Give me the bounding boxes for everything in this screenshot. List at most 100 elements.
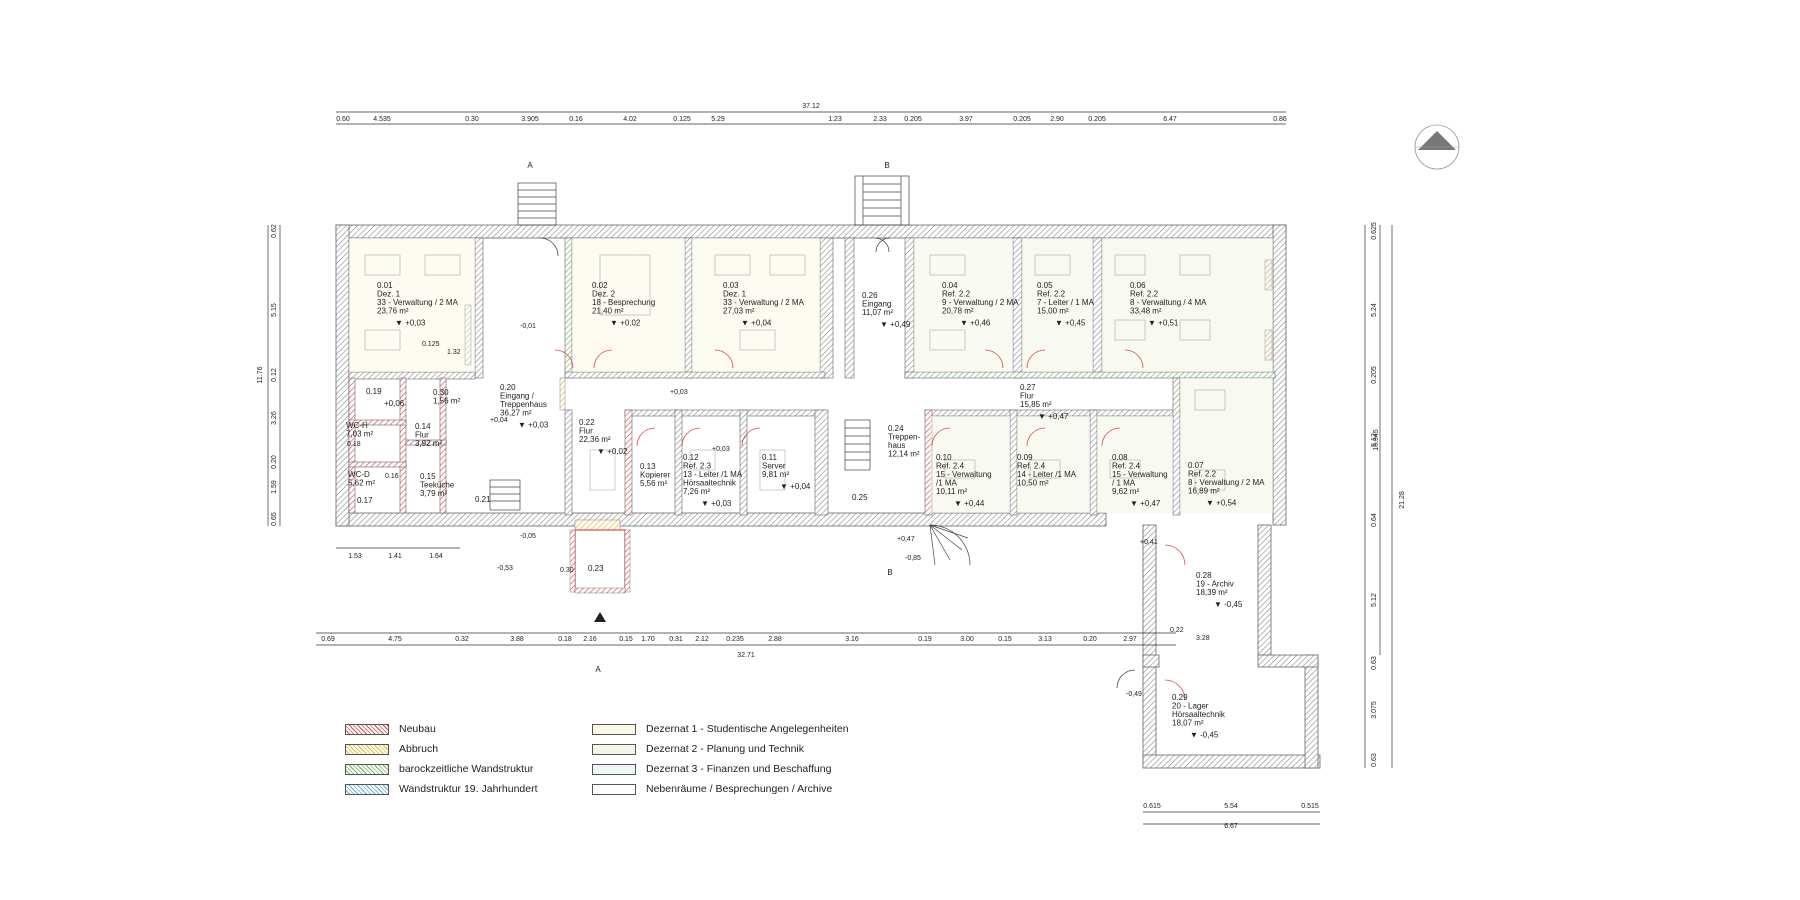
legend-item-neubau: Neubau xyxy=(345,722,538,736)
legend-swatch-nebenraeume xyxy=(592,783,636,795)
floor-level: ▼ +0,46 xyxy=(960,319,991,328)
room-description: 19 - Archiv xyxy=(1196,580,1234,589)
room-number: 0.10 xyxy=(936,453,952,462)
room-description: 20,78 m² xyxy=(942,307,974,316)
dimension-top: 2.33 xyxy=(873,116,887,123)
room-number: 0.15 xyxy=(420,472,436,481)
room-description: Ref. 2.2 xyxy=(1037,290,1066,299)
floor-level: ▼ +0,02 xyxy=(597,447,628,456)
dimension-annex-bottom: 5.54 xyxy=(1224,803,1238,810)
room-description: 7 - Leiter / 1 MA xyxy=(1037,298,1095,307)
section-marker: B xyxy=(884,161,889,170)
legend-label: Dezernat 2 - Planung und Technik xyxy=(646,743,804,755)
room-description: Eingang xyxy=(862,300,891,309)
room-description: 3,92 m² xyxy=(415,439,442,448)
legend-item-dezernat-3: Dezernat 3 - Finanzen und Beschaffung xyxy=(592,762,849,776)
room-description: /1 MA xyxy=(936,479,958,488)
room-number: 0.21 xyxy=(475,495,491,504)
dimension-overall-right: 16.945 xyxy=(1373,429,1380,451)
floor-level: +0,06 xyxy=(384,399,405,408)
dimension-bottom: 2.16 xyxy=(583,636,597,643)
dimension-right: 0.63 xyxy=(1371,753,1378,767)
room-number: 0.23 xyxy=(588,564,604,573)
furniture xyxy=(364,254,1226,491)
legend-swatch-19th-century xyxy=(345,783,389,795)
room-description: 9,62 m² xyxy=(1112,487,1139,496)
floor-level: ▼ +0,47 xyxy=(1038,412,1069,421)
dimension-right: 0.625 xyxy=(1371,222,1378,240)
dimension-lower-left: 1.64 xyxy=(429,553,443,560)
legend-label: Neubau xyxy=(399,723,436,735)
dimension-bottom: 0.31 xyxy=(669,636,683,643)
dimension-right: 0.64 xyxy=(1371,513,1378,527)
dimension-top: 0.125 xyxy=(673,116,691,123)
room-description: Treppen- xyxy=(888,433,921,442)
floor-level: ▼ +0,49 xyxy=(880,320,911,329)
room-description: Kopierer xyxy=(640,471,671,480)
room-description: 8 - Verwaltung / 2 MA xyxy=(1188,478,1265,487)
floor-level: ▼ +0,03 xyxy=(518,421,549,430)
legend-item-dezernat-2: Dezernat 2 - Planung und Technik xyxy=(592,742,849,756)
room-number: 0.01 xyxy=(377,281,393,290)
room-description: 5,56 m² xyxy=(640,479,667,488)
dimension-top: 6.47 xyxy=(1163,116,1177,123)
room-description: Flur xyxy=(579,427,593,436)
level-marker: -0,85 xyxy=(905,555,921,562)
room-description: 18,39 m² xyxy=(1196,588,1228,597)
room-description: 10,11 m² xyxy=(936,487,967,496)
floor-level: ▼ -0,45 xyxy=(1214,600,1243,609)
door-swings xyxy=(539,237,1186,701)
floor-level: ▼ +0,54 xyxy=(1206,499,1237,508)
dimension-top: 4.02 xyxy=(623,116,637,123)
dimension-bottom: 3.16 xyxy=(845,636,859,643)
dimension-bottom: 4.75 xyxy=(388,636,402,643)
room-description: Flur xyxy=(415,431,429,440)
floor-level: ▼ +0,47 xyxy=(1130,499,1161,508)
legend-label: Wandstruktur 19. Jahrhundert xyxy=(399,783,538,795)
dimension-top: 0.205 xyxy=(904,116,922,123)
room-description: 16,89 m² xyxy=(1188,487,1220,496)
dimension-bottom: 2.97 xyxy=(1123,636,1137,643)
room-description: 7,03 m² xyxy=(346,430,373,439)
level-marker: 0.22 xyxy=(1170,627,1184,634)
legend-label: Abbruch xyxy=(399,743,439,755)
room-number: 0.04 xyxy=(942,281,958,290)
legend-label: Dezernat 1 - Studentische Angelegenheite… xyxy=(646,723,849,735)
dimension-right: 5.12 xyxy=(1371,593,1378,607)
room-number: 0.06 xyxy=(1130,281,1146,290)
level-marker: +0,03 xyxy=(712,446,730,453)
legend-swatch-dezernat-1 xyxy=(592,723,636,735)
floor-level: ▼ +0,45 xyxy=(1055,319,1086,328)
room-description: 5,62 m² xyxy=(348,479,375,488)
section-marker: B xyxy=(887,568,892,577)
room-description: 10,50 m² xyxy=(1017,479,1049,488)
room-description: 18,07 m² xyxy=(1172,719,1204,728)
level-marker: +0,41 xyxy=(1140,539,1158,546)
room-description: Ref. 2.4 xyxy=(1017,462,1046,471)
room-description: Eingang / xyxy=(500,392,535,401)
room-number: 0.17 xyxy=(357,496,373,505)
dimension-bottom: 3.88 xyxy=(510,636,524,643)
stair-0-20 xyxy=(489,479,521,511)
dimension-bottom: 0.15 xyxy=(998,636,1012,643)
dimension-top: 0.60 xyxy=(336,116,350,123)
room-description: Ref. 2.2 xyxy=(942,290,971,299)
level-marker: -0,05 xyxy=(520,533,536,540)
dimension-overall-right: 21.28 xyxy=(1399,491,1406,509)
room-description: 23,76 m² xyxy=(377,307,409,316)
room-number: 0.08 xyxy=(1112,453,1128,462)
dimension-right: 5.24 xyxy=(1371,303,1378,317)
room-description: Ref. 2.4 xyxy=(936,462,965,471)
legend-item-baroque: barockzeitliche Wandstruktur xyxy=(345,762,538,776)
vestibule-bottom xyxy=(569,529,631,622)
level-marker: +0,47 xyxy=(897,536,915,543)
legend-swatch-dezernat-2 xyxy=(592,743,636,755)
legend-departments: Dezernat 1 - Studentische Angelegenheite… xyxy=(592,722,849,796)
floor-level: ▼ +0,44 xyxy=(954,499,985,508)
room-description: Ref. 2.4 xyxy=(1112,462,1141,471)
level-marker: 0.16 xyxy=(385,473,399,480)
room-number: 0.30 xyxy=(433,388,449,397)
floor-level: ▼ +0,03 xyxy=(395,319,426,328)
room-description: Dez. 1 xyxy=(723,290,747,299)
room-description: Ref. 2.2 xyxy=(1188,470,1217,479)
